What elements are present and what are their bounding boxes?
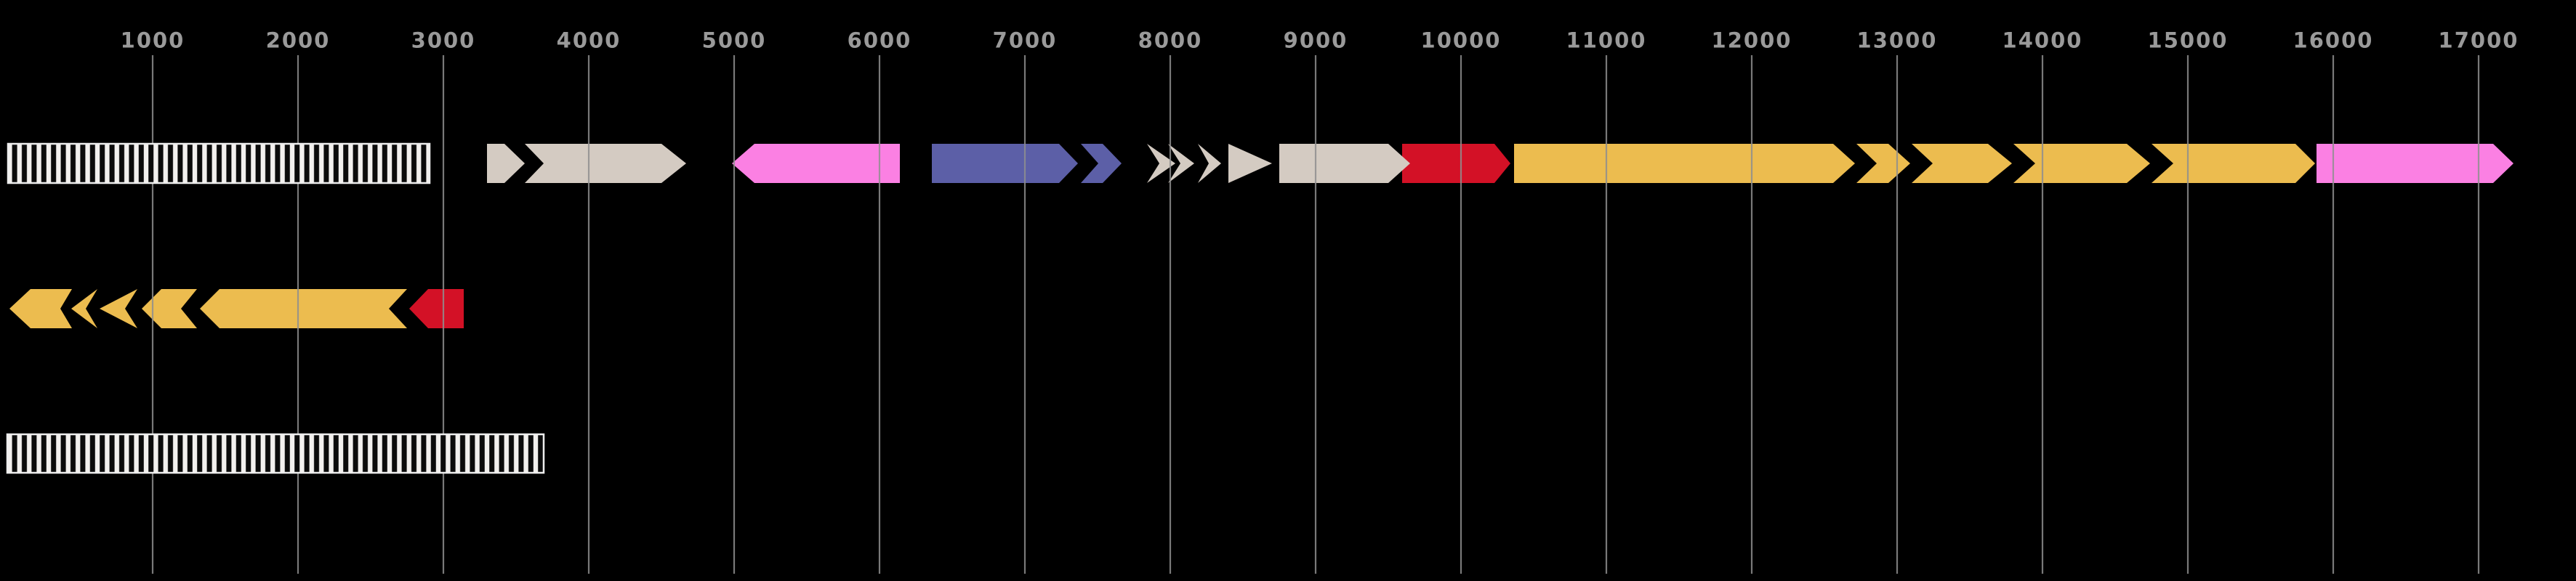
gridlines-layer xyxy=(151,55,2480,574)
row-2-feature-4-arrow-yellow xyxy=(200,289,407,328)
row-2-feature-2-chevron-yellow xyxy=(100,289,137,328)
row-1-feature-15-arrow-yellow xyxy=(2013,144,2150,183)
row-1-feature-2-arrow-tan xyxy=(525,144,686,183)
row-1-feature-16-arrow-yellow xyxy=(2152,144,2315,183)
tick-labels-layer: 1000 2000 3000 4000 5000 6000 7000 8000 9000 1000… xyxy=(121,28,2519,52)
row-2-feature-0-arrow-yellow xyxy=(9,289,72,328)
tick-label-9000: 9000 xyxy=(1284,28,1348,52)
row-1-feature-11-arrow-tan xyxy=(1279,144,1410,183)
row-1-feature-4-arrow-blue xyxy=(932,144,1078,183)
tick-label-2000: 2000 xyxy=(266,28,331,52)
tick-label-5000: 5000 xyxy=(702,28,767,52)
tick-label-10000: 10000 xyxy=(1421,28,1502,52)
row-1-feature-8-chevron-tan xyxy=(1198,144,1221,183)
tick-label-1000: 1000 xyxy=(121,28,185,52)
row-1-feature-12-arrow-yellow xyxy=(1514,144,1855,183)
row-1-feature-10-arrow-red xyxy=(1402,144,1510,183)
tick-label-12000: 12000 xyxy=(1712,28,1792,52)
tick-label-7000: 7000 xyxy=(993,28,1058,52)
row-1-feature-9-triangle-tan xyxy=(1228,144,1272,183)
tick-label-8000: 8000 xyxy=(1138,28,1203,52)
row-2-feature-3-arrow-yellow xyxy=(142,289,197,328)
row-1-feature-5-arrow-blue xyxy=(1081,144,1122,183)
row-1-feature-6-chevron-tan xyxy=(1147,144,1175,183)
row-1-feature-0-hatched-bar xyxy=(7,142,431,184)
tick-label-14000: 14000 xyxy=(2003,28,2083,52)
hatched-bars-layer xyxy=(6,142,545,474)
tick-label-17000: 17000 xyxy=(2439,28,2519,52)
tick-label-16000: 16000 xyxy=(2293,28,2374,52)
row-1-feature-7-chevron-tan xyxy=(1168,144,1194,183)
tick-label-11000: 11000 xyxy=(1566,28,1647,52)
row-2-feature-1-chevron-yellow xyxy=(71,289,97,328)
row-1-feature-3-arrow-pink xyxy=(732,144,900,183)
row-1-feature-1-arrow-tan xyxy=(487,144,525,183)
tick-label-15000: 15000 xyxy=(2148,28,2229,52)
row-1-feature-14-arrow-yellow xyxy=(1912,144,2012,183)
tick-label-6000: 6000 xyxy=(848,28,912,52)
row-1-feature-13-arrow-yellow xyxy=(1856,144,1910,183)
tick-label-3000: 3000 xyxy=(411,28,476,52)
feature-arrows-layer xyxy=(9,144,2513,328)
tick-label-4000: 4000 xyxy=(557,28,621,52)
row-3-feature-0-hatched-bar xyxy=(6,433,545,474)
row-2-feature-5-arrow-red xyxy=(409,289,464,328)
tick-label-13000: 13000 xyxy=(1857,28,1938,52)
row-1-feature-17-arrow-pink xyxy=(2317,144,2513,183)
